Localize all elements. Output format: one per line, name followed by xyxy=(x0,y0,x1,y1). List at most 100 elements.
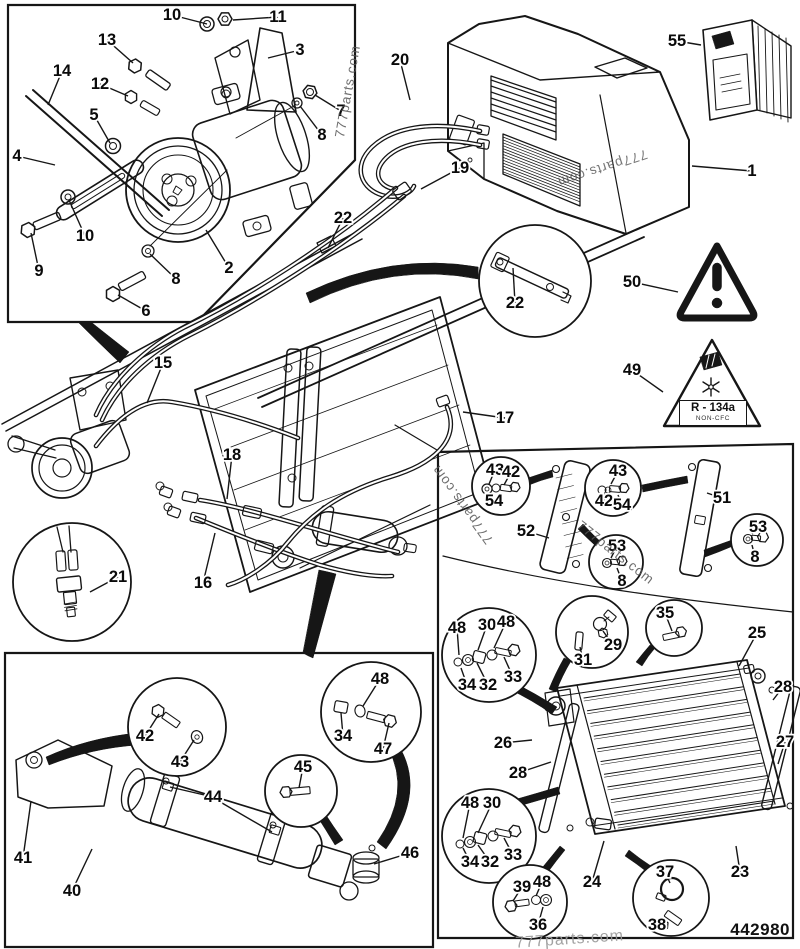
line-art xyxy=(711,353,716,367)
line-art xyxy=(551,464,561,474)
line-art xyxy=(561,512,571,522)
line-art xyxy=(544,688,575,727)
part-number-label: 7 xyxy=(336,102,345,120)
line-art xyxy=(593,817,613,831)
hatch-line xyxy=(502,159,581,191)
line-art xyxy=(435,394,451,408)
line-art xyxy=(527,469,554,486)
part-number-label: 5 xyxy=(89,106,98,124)
leader-line xyxy=(462,411,506,419)
part-number-label: 45 xyxy=(294,758,312,776)
line-art xyxy=(291,97,303,109)
hatch-line xyxy=(64,605,77,608)
part-number-label: 53 xyxy=(608,537,626,555)
hatch-line xyxy=(607,762,765,788)
line-art xyxy=(786,802,794,810)
line-art xyxy=(609,558,621,566)
line-art xyxy=(597,485,607,495)
leader-line xyxy=(106,39,134,64)
hatch-line xyxy=(720,80,742,86)
part-number-label: 28 xyxy=(509,764,527,782)
line-art xyxy=(768,686,776,694)
line-art xyxy=(95,187,397,416)
part-number-label: 6 xyxy=(141,302,150,320)
part-number-label: 48 xyxy=(448,619,466,637)
leader-line xyxy=(502,739,533,744)
part-number-label: 24 xyxy=(583,873,602,891)
line-art xyxy=(161,173,195,207)
line-art xyxy=(145,69,171,91)
hatch-line xyxy=(603,749,761,775)
hatch-line xyxy=(771,31,775,117)
line-art xyxy=(305,262,479,304)
leader-line xyxy=(232,16,279,21)
line-art xyxy=(712,53,751,111)
hex-bolt-head xyxy=(756,531,770,543)
line-art xyxy=(246,27,297,113)
leader-line xyxy=(299,105,323,136)
hex-bolt-head xyxy=(657,918,669,932)
line-art xyxy=(447,42,661,81)
line-art xyxy=(166,195,178,207)
line-art xyxy=(273,101,311,173)
line-art xyxy=(120,768,146,812)
leader-line xyxy=(579,646,584,661)
leader-line xyxy=(327,217,344,249)
part-number-label: 33 xyxy=(504,668,522,686)
line-art xyxy=(484,486,490,492)
line-art xyxy=(304,361,314,371)
hatch-line xyxy=(593,714,751,740)
line-art xyxy=(269,821,277,829)
part-number-label: 43 xyxy=(171,753,189,771)
hatch-line xyxy=(557,485,574,490)
hatch-line xyxy=(597,727,754,753)
line-art xyxy=(676,242,758,322)
part-number-label: 27 xyxy=(776,733,794,751)
hatch-line xyxy=(490,85,557,109)
hatch-line xyxy=(757,25,761,111)
inset-detail-circle xyxy=(441,607,537,703)
line-art xyxy=(161,711,181,729)
line-art xyxy=(199,16,215,32)
inset-detail-circle xyxy=(441,788,537,884)
hatch-line xyxy=(502,142,581,174)
line-art xyxy=(77,321,130,364)
line-art xyxy=(268,824,282,836)
line-art xyxy=(447,15,690,235)
leader-line xyxy=(656,917,664,926)
line-art xyxy=(133,145,223,235)
line-art xyxy=(55,575,83,593)
line-art xyxy=(60,189,76,205)
leader-line xyxy=(340,712,344,737)
line-art xyxy=(502,133,581,207)
hatch-line xyxy=(610,778,768,803)
leader-line xyxy=(610,545,618,559)
leader-line xyxy=(382,722,390,750)
leader-line xyxy=(772,686,784,701)
r134a-refrigerant-text: R - 134a xyxy=(690,402,736,414)
line-art xyxy=(67,549,79,571)
hatch-line xyxy=(490,91,557,115)
leader-line xyxy=(16,155,56,166)
leader-line xyxy=(616,567,623,582)
line-art xyxy=(199,499,399,553)
line-art xyxy=(70,172,126,210)
hatch-line xyxy=(778,34,782,120)
line-art xyxy=(703,539,734,558)
line-art xyxy=(299,504,431,569)
hatch-line xyxy=(502,136,581,168)
line-art xyxy=(496,258,504,266)
line-art xyxy=(52,458,72,478)
line-art xyxy=(548,657,572,693)
line-art xyxy=(447,142,485,180)
leader-line xyxy=(503,656,514,678)
line-art xyxy=(95,400,299,447)
part-number-label: 34 xyxy=(334,727,353,745)
line-art xyxy=(543,897,549,903)
line-art xyxy=(455,839,465,849)
part-number-label: 48 xyxy=(497,613,515,631)
part-number-label: 34 xyxy=(461,853,480,871)
line-art xyxy=(354,704,366,718)
line-art xyxy=(181,490,199,504)
line-art xyxy=(306,88,314,96)
